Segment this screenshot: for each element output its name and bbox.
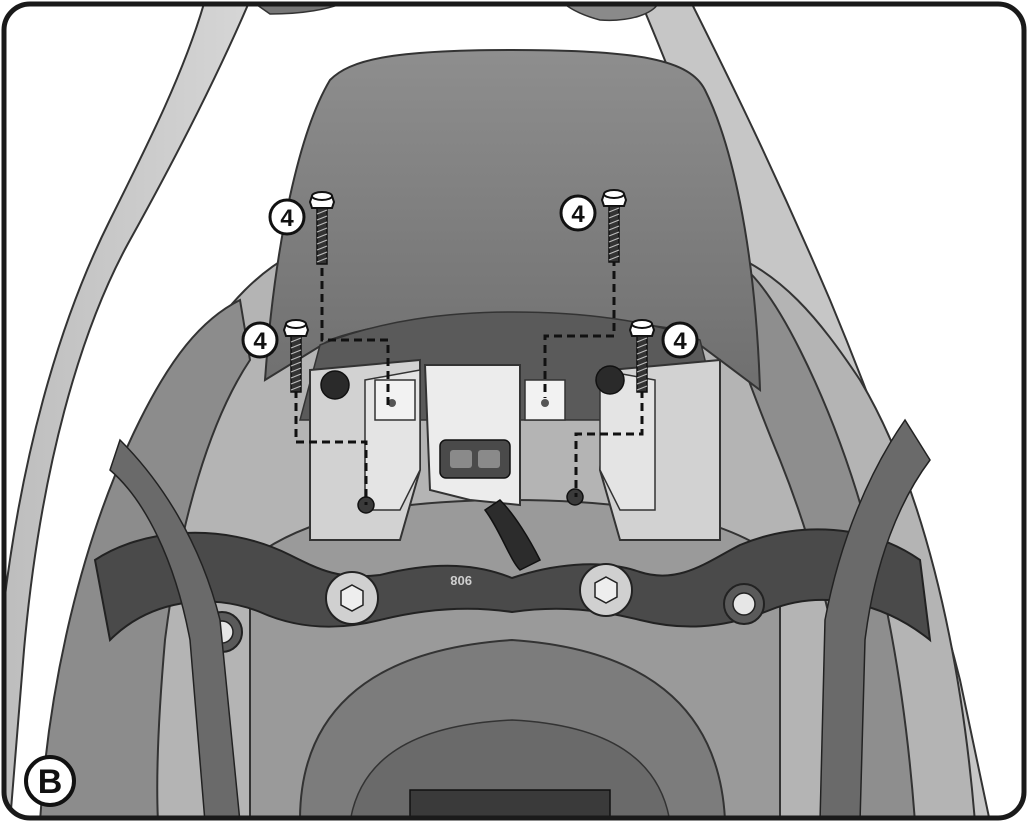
center-latch-plate	[423, 364, 521, 507]
left-grab-rail	[4, 4, 252, 818]
callout-top-right: 4	[559, 194, 597, 232]
svg-text:B: B	[38, 763, 63, 801]
dashed-guide-lines	[294, 232, 644, 505]
step-label: B	[24, 755, 76, 807]
rear-frame-crossbar	[93, 528, 932, 643]
svg-text:4: 4	[571, 201, 585, 228]
callout-mid-left: 4	[241, 321, 279, 359]
svg-text:4: 4	[280, 205, 294, 232]
svg-text:4: 4	[253, 328, 267, 355]
callout-mid-right: 4	[661, 321, 699, 359]
callout-top-left: 4	[268, 198, 306, 236]
svg-text:4: 4	[673, 328, 687, 355]
embossed-text: 908	[450, 573, 472, 588]
